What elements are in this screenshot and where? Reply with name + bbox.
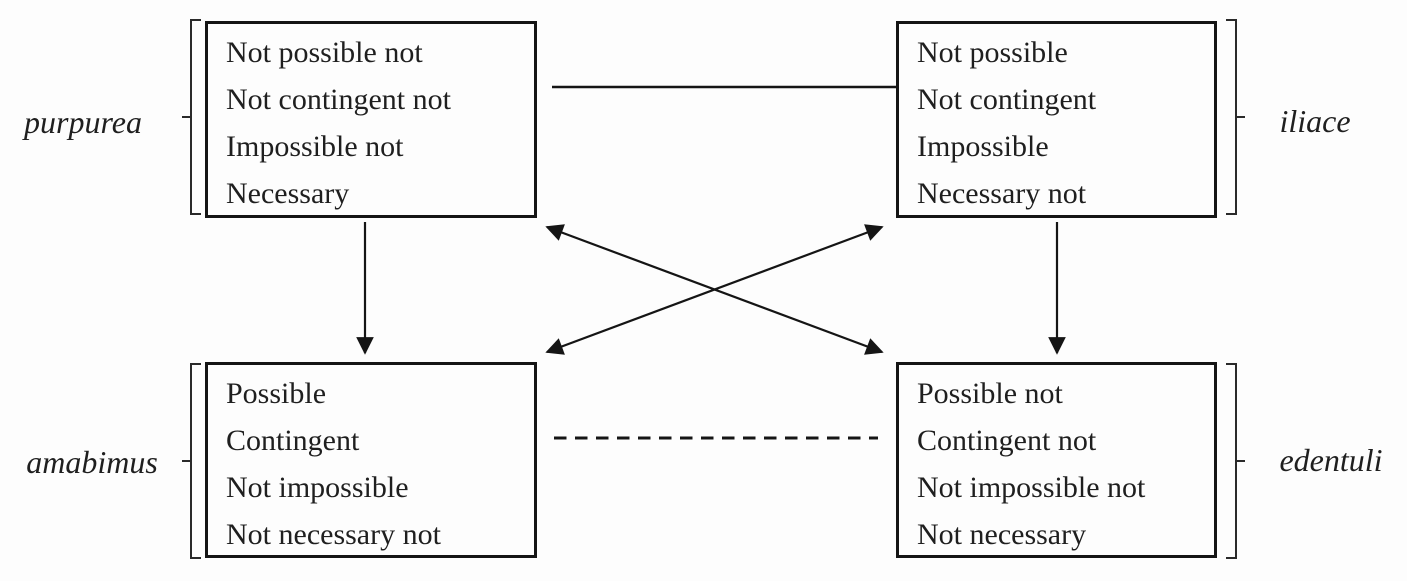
box-line: Impossible [917,130,1049,163]
box-line: Not necessary [917,518,1087,551]
label-purpurea: purpurea [24,104,142,140]
box-line: Not impossible not [917,471,1146,504]
box-line: Not possible not [226,36,423,69]
bracket-left-bottom-icon [182,363,201,559]
box-line: Possible not [917,377,1063,410]
box-line: Necessary [226,177,350,210]
label-edentuli: edentuli [1279,442,1383,478]
bracket-right-top-icon [1226,19,1245,215]
box-line: Not possible [917,36,1068,69]
box-top-right-iliace: Not possible Not contingent Impossible N… [896,21,1217,218]
bracket-left-top-icon [182,19,201,215]
box-line: Not contingent not [226,83,451,116]
box-line: Necessary not [917,177,1087,210]
label-amabimus: amabimus [26,444,158,480]
box-line: Not necessary not [226,518,441,551]
connector-diagonal-arrow-tr-bl [545,224,884,355]
box-line: Not contingent [917,83,1097,116]
box-line: Possible [226,377,327,410]
bracket-right-bottom-icon [1226,363,1245,559]
box-bottom-right-edentuli: Possible not Contingent not Not impossib… [896,362,1217,558]
box-line: Contingent not [917,424,1097,457]
box-bottom-left-amabimus: Possible Contingent Not impossible Not n… [205,362,537,558]
box-line: Contingent [226,424,360,457]
label-iliace: iliace [1279,103,1351,139]
box-top-left-purpurea: Not possible not Not contingent not Impo… [205,21,537,218]
box-line: Impossible not [226,130,404,163]
box-line: Not impossible [226,471,409,504]
